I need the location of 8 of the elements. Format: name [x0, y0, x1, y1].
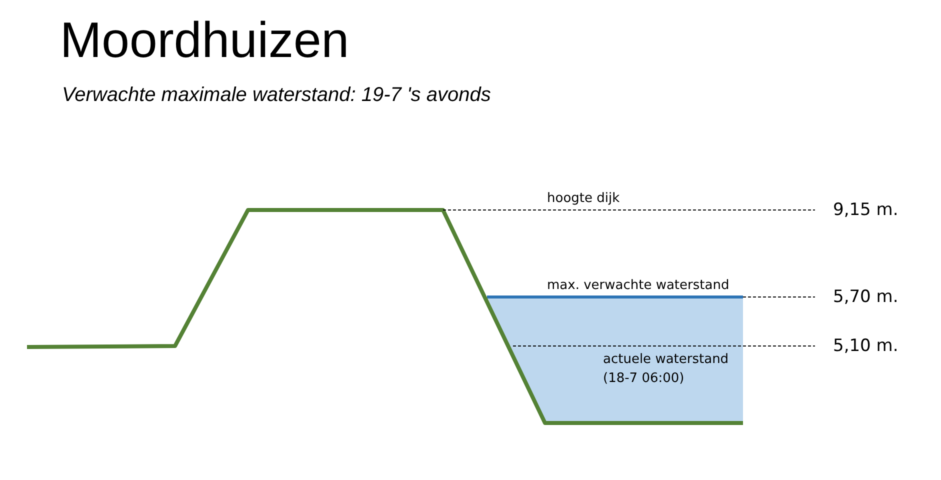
- level-value: 5,10 m.: [833, 337, 898, 357]
- level-label: actuele waterstand (18-7 06:00): [603, 351, 730, 388]
- subtitle: Verwachte maximale waterstand: 19-7 's avonds: [62, 84, 491, 107]
- title: Moordhuizen: [60, 12, 350, 70]
- level-label: hoogte dijk: [547, 192, 620, 207]
- level-value: 5,70 m.: [833, 288, 898, 308]
- level-label: max. verwachte waterstand: [547, 279, 730, 294]
- level-value: 9,15 m.: [833, 201, 898, 221]
